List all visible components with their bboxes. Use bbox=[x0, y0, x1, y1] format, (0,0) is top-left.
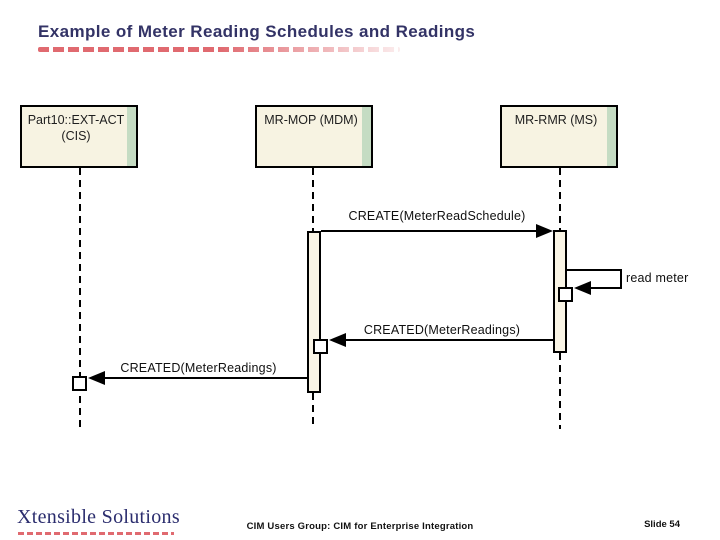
nested-activation-created-2 bbox=[72, 376, 87, 391]
actor-state-strip bbox=[607, 107, 616, 166]
nested-activation-created-1 bbox=[313, 339, 328, 354]
actor-name: MR-MOP (MDM) bbox=[264, 113, 358, 127]
message-label-created-1: CREATED(MeterReadings) bbox=[363, 323, 521, 337]
lifeline-mrmop-bottom bbox=[312, 393, 314, 429]
actor-state-strip bbox=[127, 107, 136, 166]
footer-text: CIM Users Group: CIM for Enterprise Inte… bbox=[246, 521, 474, 532]
slide-number: Slide 54 bbox=[644, 519, 680, 530]
message-label-create: CREATE(MeterReadSchedule) bbox=[348, 209, 526, 223]
lifeline-mrrmr-top bbox=[559, 168, 561, 231]
actor-state-strip bbox=[362, 107, 371, 166]
message-arrowhead-icon bbox=[88, 371, 105, 385]
title-underline-dashes bbox=[38, 47, 400, 52]
message-line-created-2 bbox=[104, 377, 307, 379]
actor-subname: (CIS) bbox=[61, 129, 91, 143]
selfmsg-line-bottom bbox=[590, 287, 622, 289]
message-label-readmeter: read meter bbox=[626, 271, 689, 285]
actor-box-mrmop: MR-MOP (MDM) bbox=[255, 105, 373, 168]
actor-name: MR-RMR (MS) bbox=[514, 113, 598, 127]
selfmsg-line-right bbox=[620, 269, 622, 289]
actor-name: Part10::EXT-ACT bbox=[27, 113, 125, 127]
lifeline-mrmop-top bbox=[312, 168, 314, 232]
message-arrowhead-icon bbox=[574, 281, 591, 295]
message-line-create bbox=[321, 230, 538, 232]
lifeline-mrrmr-bottom bbox=[559, 353, 561, 429]
logo-underline-dashes bbox=[18, 532, 174, 535]
company-logo: Xtensible Solutions bbox=[17, 506, 180, 528]
message-arrowhead-icon bbox=[329, 333, 346, 347]
message-arrowhead-icon bbox=[536, 224, 553, 238]
nested-activation-readmeter bbox=[558, 287, 573, 302]
activation-bar-mrmop bbox=[307, 231, 321, 393]
message-label-created-2: CREATED(MeterReadings) bbox=[120, 361, 277, 375]
lifeline-part10 bbox=[79, 168, 81, 428]
message-line-created-1 bbox=[345, 339, 553, 341]
page-title: Example of Meter Reading Schedules and R… bbox=[38, 22, 476, 41]
actor-box-mrrmr: MR-RMR (MS) bbox=[500, 105, 618, 168]
actor-box-part10: Part10::EXT-ACT (CIS) bbox=[20, 105, 138, 168]
selfmsg-line-top bbox=[567, 269, 622, 271]
